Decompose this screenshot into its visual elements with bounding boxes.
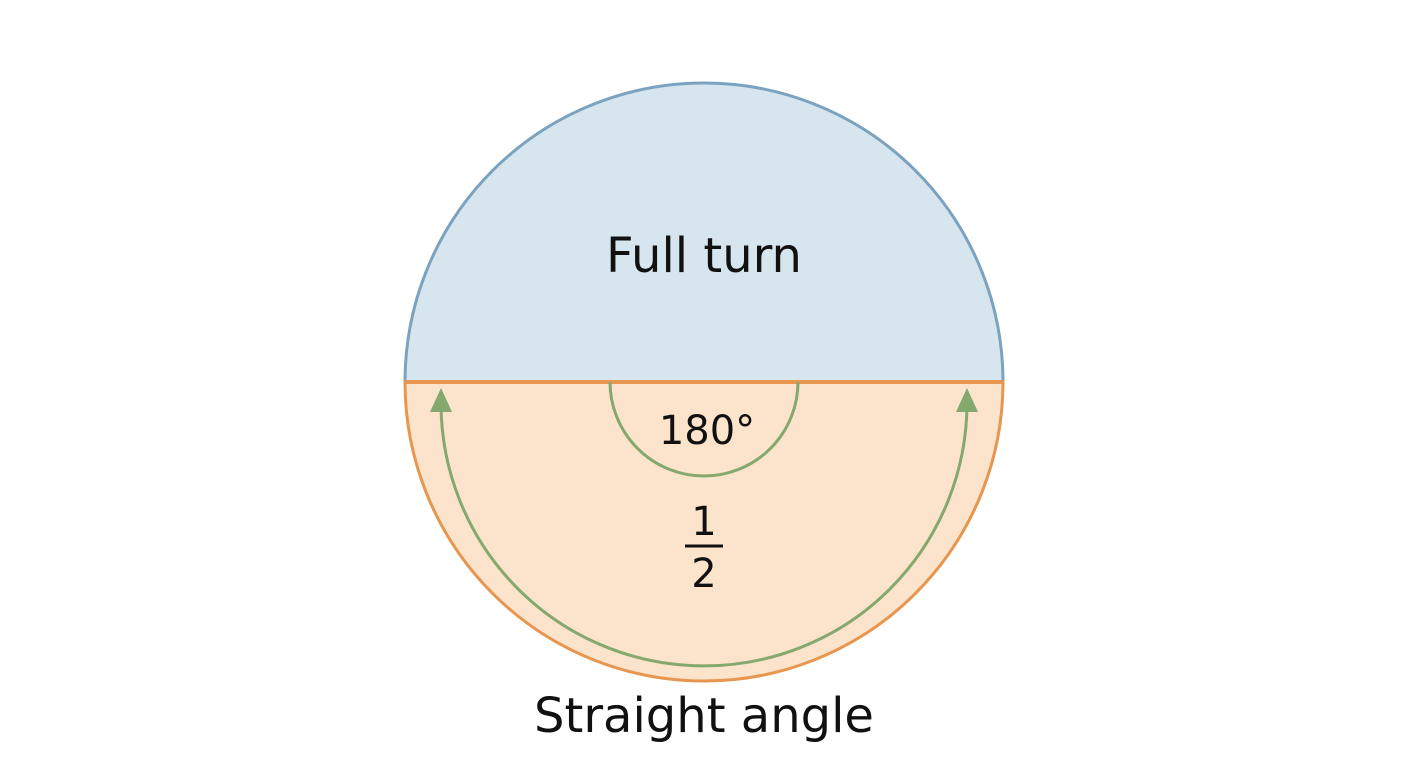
fraction-numerator: 1 xyxy=(691,499,716,545)
angle-arc xyxy=(608,381,800,478)
top-half-region xyxy=(403,81,1005,384)
left-arrowhead xyxy=(430,388,452,412)
angle-degree-label: 180° xyxy=(659,408,755,454)
straight-angle-arrow-arc xyxy=(439,402,969,668)
full-turn-label: Full turn xyxy=(606,228,802,284)
right-arrowhead xyxy=(956,388,978,412)
fraction-denominator: 2 xyxy=(691,551,716,597)
straight-angle-label: Straight angle xyxy=(534,688,874,744)
bottom-half-region xyxy=(403,380,1005,683)
